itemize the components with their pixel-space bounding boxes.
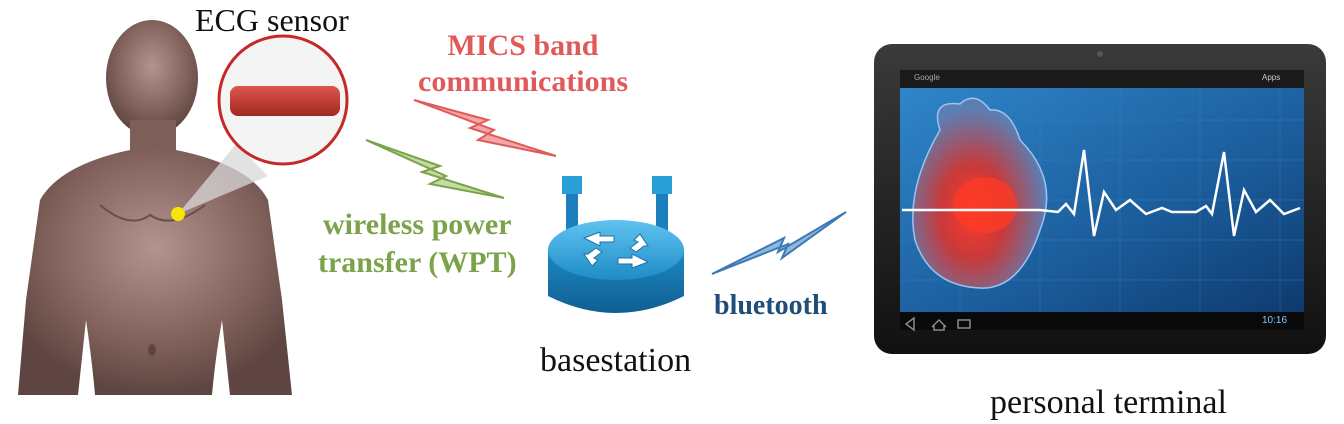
tablet-device: [874, 44, 1326, 354]
ecg-waveform: [902, 149, 1301, 237]
tablet-search-label: Google: [914, 73, 940, 82]
sensor-callout: [171, 34, 349, 221]
bluetooth-label: bluetooth: [714, 290, 828, 321]
mics-label-line1: MICS band: [447, 29, 599, 62]
personal-terminal-label: personal terminal: [990, 384, 1227, 421]
wpt-label-line2: transfer (WPT): [318, 245, 517, 279]
wpt-label-line1: wireless power: [322, 208, 512, 241]
tablet-status-bar: [900, 70, 1304, 88]
ecg-sensor-label: ECG sensor: [195, 2, 349, 38]
basestation-router-icon: [548, 176, 684, 313]
mics-label-line2: communications: [418, 65, 628, 98]
sensor-location-dot: [171, 207, 185, 221]
wpt-label: wireless power transfer (WPT): [318, 206, 517, 281]
tablet-nav-bar: [900, 312, 1304, 330]
tablet-clock: 10:16: [1262, 315, 1288, 326]
mics-lightning-icon: [413, 99, 557, 157]
tablet-apps-label: Apps: [1262, 73, 1281, 82]
human-body-figure: [18, 20, 292, 395]
mics-band-label: MICS band communications: [418, 28, 628, 100]
bluetooth-lightning-icon: [711, 211, 847, 275]
basestation-label: basestation: [540, 342, 692, 379]
wpt-lightning-icon: [365, 139, 505, 199]
ecg-sensor-patch: [230, 86, 340, 116]
